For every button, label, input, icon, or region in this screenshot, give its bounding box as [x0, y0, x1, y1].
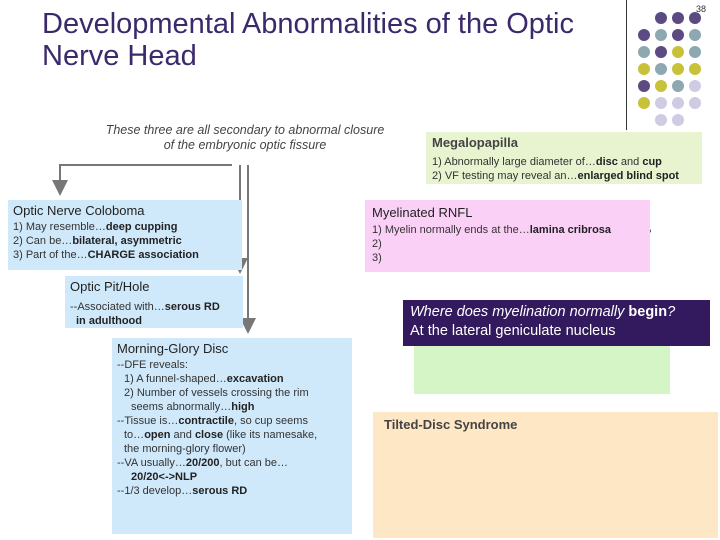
megalopapilla-box: Megalopapilla 1) Abnormally large diamet…: [426, 132, 702, 184]
decorative-dot: [655, 97, 667, 109]
morning-line-7: the morning-glory flower): [124, 443, 246, 455]
decorative-dot: [689, 12, 701, 24]
megalopapilla-line-2: 2) VF testing may reveal an…enlarged bli…: [432, 170, 679, 182]
decorative-dot: [672, 46, 684, 58]
myelinated-line-2: 2): [372, 238, 382, 250]
arrow-to-coloboma: [52, 164, 232, 196]
decorative-dot: [655, 12, 667, 24]
morning-line-6: to…open and close (like its namesake,: [124, 429, 318, 441]
morning-line-10: --1/3 develop…serous RD: [117, 485, 248, 497]
decorative-dot: [638, 46, 650, 58]
decorative-dot: [672, 12, 684, 24]
coloboma-box: Optic Nerve Coloboma 1) May resemble…dee…: [8, 200, 242, 270]
decorative-dot: [655, 63, 667, 75]
blank-green-box: [414, 346, 670, 394]
pit-heading: Optic Pit/Hole: [70, 279, 150, 294]
decorative-dot: [638, 63, 650, 75]
decorative-dot: [672, 63, 684, 75]
morning-line-8: --VA usually…20/200, but can be…: [117, 457, 289, 469]
morning-line-1: --DFE reveals:: [117, 359, 188, 371]
decorative-dot: [655, 114, 667, 126]
question-text: Where does myelination normally begin?: [410, 304, 676, 320]
decorative-dot: [689, 80, 701, 92]
decorative-dot: [689, 63, 701, 75]
decorative-dot: [672, 114, 684, 126]
divider-line: [626, 0, 627, 130]
pit-line-1: --Associated with…serous RD: [70, 301, 220, 313]
decorative-dot: [672, 80, 684, 92]
coloboma-heading: Optic Nerve Coloboma: [13, 203, 145, 218]
page-number: 38: [696, 4, 707, 14]
myelinated-heading: Myelinated RNFL: [372, 205, 473, 220]
slide-title: Developmental Abnormalities of the Optic…: [42, 8, 574, 72]
decorative-dot: [689, 29, 701, 41]
megalopapilla-heading: Megalopapilla: [432, 135, 518, 150]
optic-pit-box: Optic Pit/Hole --Associated with…serous …: [65, 276, 243, 328]
morning-line-3: 2) Number of vessels crossing the rim: [124, 387, 309, 399]
morning-line-9: 20/20<->NLP: [131, 471, 198, 483]
pit-line-2: in adulthood: [76, 315, 142, 327]
morning-glory-box: Morning-Glory Disc --DFE reveals: 1) A f…: [112, 338, 352, 534]
morning-line-2: 1) A funnel-shaped…excavation: [124, 373, 284, 385]
decorative-dot: [638, 29, 650, 41]
tilted-disc-box: Tilted-Disc Syndrome: [373, 412, 718, 538]
decorative-dot: [689, 46, 701, 58]
decorative-dot: [638, 97, 650, 109]
morning-glory-heading: Morning-Glory Disc: [117, 341, 229, 356]
decorative-dot: [655, 46, 667, 58]
decorative-dot: [689, 97, 701, 109]
coloboma-line-1: 1) May resemble…deep cupping: [13, 221, 178, 233]
fissure-note: These three are all secondary to abnorma…: [105, 123, 385, 152]
myelinated-line-3: 3): [372, 252, 382, 264]
morning-line-5: --Tissue is…contractile, so cup seems: [117, 415, 308, 427]
coloboma-line-2: 2) Can be…bilateral, asymmetric: [13, 235, 182, 247]
decorative-dot: [672, 97, 684, 109]
decorative-dot: [655, 29, 667, 41]
tilted-disc-heading: Tilted-Disc Syndrome: [384, 417, 518, 432]
coloboma-line-3: 3) Part of the…CHARGE association: [13, 249, 199, 261]
answer-text: At the lateral geniculate nucleus: [410, 323, 616, 339]
myelination-question-box: Where does myelination normally begin? A…: [403, 300, 710, 346]
megalopapilla-line-1: 1) Abnormally large diameter of…disc and…: [432, 156, 662, 168]
myelinated-line-1: 1) Myelin normally ends at the…lamina cr…: [372, 224, 612, 236]
myelinated-rnfl-box: Myelinated RNFL 1) Myelin normally ends …: [365, 200, 650, 272]
decorative-dot: [638, 80, 650, 92]
decorative-dot: [672, 29, 684, 41]
decorative-dot: [655, 80, 667, 92]
morning-line-4: seems abnormally…high: [131, 401, 255, 413]
